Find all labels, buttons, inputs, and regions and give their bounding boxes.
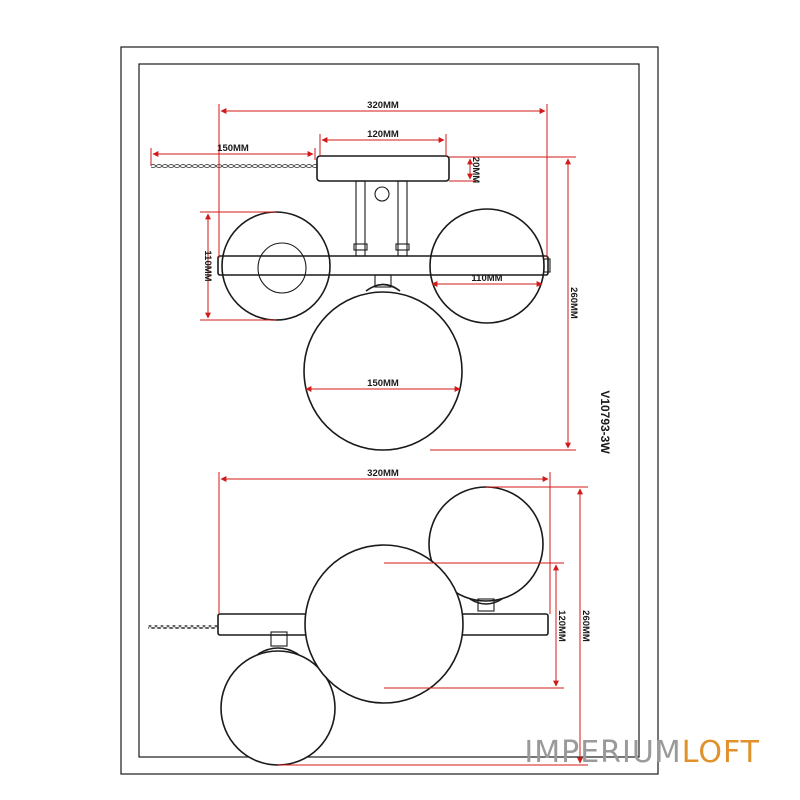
dim-large-globe-width: 150MM (367, 378, 399, 389)
chain (151, 164, 317, 168)
dim-small-globe-height: 110MM (202, 250, 213, 281)
chain-side (148, 625, 218, 629)
side-view: 320MM 260MM 120MM (148, 468, 591, 766)
dim-side-overall-width: 320MM (367, 468, 399, 479)
top-view: 320MM 120MM 150MM 20MM 110MM 110MM 150MM… (150, 100, 612, 454)
brand-part2: LOFT (682, 735, 760, 770)
small-globe-left (221, 211, 331, 321)
side-globe-large (304, 544, 464, 704)
small-globe-right (429, 208, 545, 324)
dim-small-globe-width: 110MM (471, 273, 502, 284)
model-number: V10793-3W (598, 390, 612, 454)
dim-side-globe-offset: 120MM (556, 610, 567, 642)
dim-top-overall-height: 260MM (568, 287, 579, 319)
canopy (316, 155, 450, 182)
dim-canopy-width: 120MM (367, 129, 399, 140)
rod-left (355, 180, 366, 257)
dim-side-overall-height: 260MM (580, 610, 591, 642)
outer-frame (120, 46, 659, 775)
brand-watermark: IMPERIUMLOFT (524, 735, 760, 770)
dim-canopy-height: 20MM (470, 157, 481, 183)
inner-frame (138, 63, 640, 758)
svg-text:IMPERIUMLOFT: IMPERIUMLOFT (524, 735, 760, 770)
dim-chain-length: 150MM (217, 143, 249, 154)
large-globe (303, 291, 463, 451)
rod-right (397, 180, 408, 257)
brand-part1: IMPERIUM (524, 735, 681, 770)
dim-top-overall-width: 320MM (367, 100, 399, 111)
